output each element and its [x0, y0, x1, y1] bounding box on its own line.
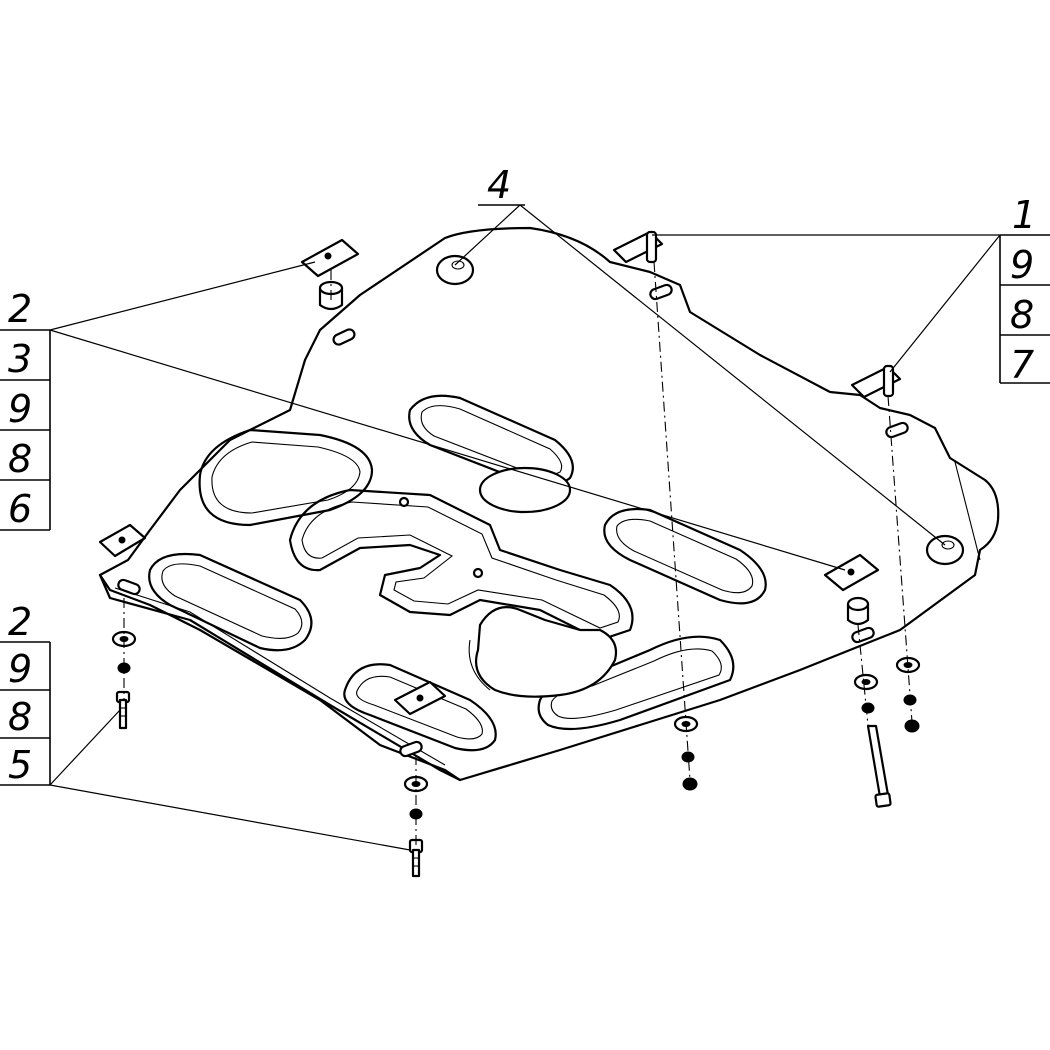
mount-slot	[117, 578, 141, 596]
plate-top-left	[300, 238, 360, 278]
plate-left	[98, 523, 147, 558]
bracket-top-right-1	[612, 230, 664, 264]
boss-top-left	[435, 254, 475, 286]
rib-bottom-center	[343, 663, 497, 752]
callout-label: 7	[1010, 343, 1034, 387]
rib-left-bottom	[148, 552, 313, 652]
callout-label: 3	[8, 337, 32, 381]
center-oval-hole	[478, 466, 572, 514]
skid-plate	[98, 226, 1000, 782]
rib-center-e	[288, 488, 634, 642]
rib-center-e-inner	[301, 501, 620, 629]
callout-top: 4	[478, 163, 525, 207]
fastener-stack-right-2	[895, 656, 921, 733]
callout-label: 2	[8, 287, 32, 331]
mounting-plates	[98, 230, 902, 716]
rib-top-center-inner	[420, 405, 563, 476]
callout-label: 4	[487, 163, 511, 207]
callout-group-left-top: 2 3 9 8 6	[0, 287, 51, 531]
callout-label: 5	[8, 743, 32, 787]
callout-label: 8	[1010, 293, 1034, 337]
front-lip-inner	[114, 587, 446, 766]
rib-bottom-center-inner	[356, 675, 483, 740]
rib-left-bottom-inner	[161, 563, 303, 639]
rib-left-large	[198, 428, 374, 527]
leader-lines	[49, 204, 1001, 851]
rib-top-center	[408, 394, 574, 486]
small-hole	[472, 567, 484, 579]
fastener-stack-bottom	[403, 775, 429, 878]
ribs	[148, 394, 767, 752]
front-lip	[98, 573, 462, 782]
callout-label: 9	[8, 387, 32, 431]
plate-center-right	[823, 553, 880, 592]
rib-right-middle-inner	[616, 518, 754, 594]
callout-label: 1	[1012, 193, 1036, 237]
callout-label: 9	[1010, 243, 1034, 287]
spacer-right	[846, 596, 870, 626]
drain-cutout-flange	[468, 639, 491, 691]
right-bend-line	[954, 461, 981, 561]
mount-slot	[851, 626, 875, 644]
small-hole	[398, 496, 410, 508]
drain-cutout	[474, 606, 618, 698]
callout-label: 2	[8, 600, 32, 644]
fastener-stack-right-1	[853, 673, 892, 808]
plate-bottom	[393, 680, 447, 716]
callout-label: 9	[8, 647, 32, 691]
callout-label: 6	[8, 487, 32, 531]
callout-group-left-bottom: 2 9 8 5	[0, 600, 51, 787]
boss-right	[925, 534, 965, 566]
callout-label: 8	[8, 437, 32, 481]
mount-slot	[649, 283, 673, 301]
rib-right-middle	[603, 507, 767, 605]
assembly-axes	[123, 261, 913, 845]
rib-left-large-inner	[211, 441, 361, 514]
callout-group-right: 1 9 8 7	[999, 193, 1050, 387]
mount-slot	[332, 328, 356, 346]
mount-slot	[885, 421, 909, 439]
callout-label: 8	[8, 695, 32, 739]
mount-slot	[399, 740, 423, 758]
bracket-top-right-2	[850, 364, 902, 399]
